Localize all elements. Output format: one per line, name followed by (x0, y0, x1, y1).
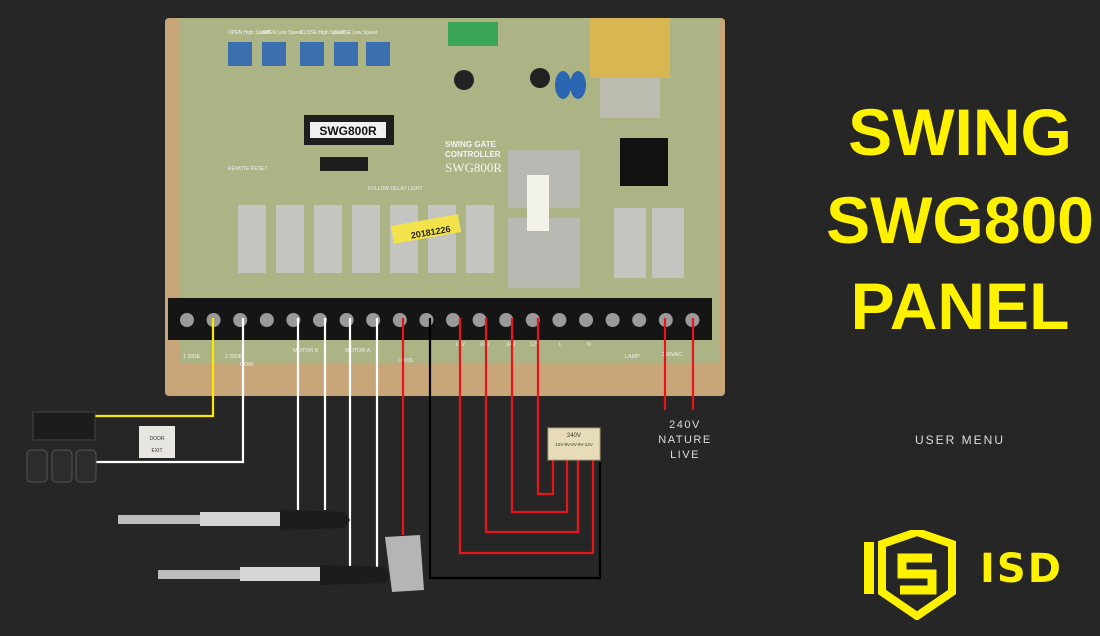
user-menu-link[interactable]: USER MENU (914, 433, 1005, 447)
terminal-block (168, 298, 712, 340)
svg-text:2 SIDE: 2 SIDE (225, 354, 243, 360)
terminal-screw (233, 313, 248, 327)
terminal-screw (579, 313, 593, 327)
power-label-neutral: NATURE (658, 434, 712, 446)
power-label: 240V NATURE LIVE (650, 418, 720, 463)
wires (95, 318, 695, 580)
svg-text:LOCK: LOCK (398, 358, 413, 364)
board-transformer (590, 18, 670, 78)
terminal-screw (525, 313, 540, 327)
terminal-screw (180, 313, 194, 327)
title-line-2: SWG800 (826, 183, 1094, 257)
green-terminal (448, 22, 498, 46)
svg-text:SWING GATE: SWING GATE (445, 140, 497, 149)
svg-text:SWG800R: SWG800R (445, 160, 502, 175)
svg-text:LAMP: LAMP (625, 354, 640, 360)
svg-text:CONTROLLER: CONTROLLER (445, 150, 501, 159)
svg-text:12V-9V-0V-9V-12V: 12V-9V-0V-9V-12V (555, 442, 593, 447)
terminal-screw (259, 313, 274, 327)
svg-text:EXIT: EXIT (151, 448, 162, 454)
isd-logo: ISD (862, 527, 1063, 621)
svg-text:DOOR: DOOR (150, 436, 165, 442)
gate-actuator (118, 510, 350, 530)
svg-text:COM: COM (240, 362, 253, 368)
remote-reset-label: REMOTE RESET (228, 166, 267, 172)
relays (238, 205, 684, 278)
terminal-screw (472, 313, 487, 327)
terminal-screw (446, 313, 460, 327)
external-transformer: 240V 12V-9V-0V-9V-12V (547, 427, 601, 461)
exit-button: DOOR EXIT (139, 426, 175, 458)
svg-text:12V: 12V (530, 342, 540, 348)
controller-label: SWING GATE CONTROLLER SWG800R (445, 140, 502, 175)
remote-controls (26, 449, 97, 483)
electric-lock (385, 535, 424, 592)
chip-label: SWG800R (319, 124, 377, 138)
potentiometers (228, 42, 390, 66)
svg-text:240V: 240V (567, 433, 581, 439)
terminal-screw (499, 313, 514, 327)
terminal-screw (632, 313, 647, 327)
power-label-live: LIVE (670, 449, 700, 461)
power-label-voltage: 240V (669, 419, 701, 431)
shield-icon (864, 527, 956, 621)
gate-actuator (158, 565, 390, 585)
terminal-screw (605, 313, 620, 327)
terminal-screw (392, 313, 407, 327)
pot-label: CLOSE High Speed (300, 30, 345, 36)
pot-label: OPEN Low Speed (262, 30, 303, 36)
svg-text:1 SIDE: 1 SIDE (183, 354, 201, 360)
terminal-screw (552, 313, 567, 327)
svg-text:MOTOR A: MOTOR A (345, 348, 371, 354)
terminal-screw (339, 313, 354, 327)
pot-label: CLOSE Low Speed (334, 30, 378, 36)
terminal-screw (313, 313, 327, 327)
title-line-1: SWING (848, 95, 1072, 169)
svg-text:N: N (587, 342, 591, 348)
pot-label: OPEN High Speed (228, 30, 270, 36)
logo-text: ISD (980, 546, 1063, 592)
follow-delay-label: FOLLOW DELAY LIGHT (368, 186, 423, 192)
svg-text:MOTOR B: MOTOR B (293, 348, 319, 354)
svg-text:L: L (559, 342, 562, 348)
svg-text:220VAC: 220VAC (662, 352, 682, 358)
terminal-screw (419, 313, 434, 327)
controller-board: OPEN High Speed OPEN Low Speed CLOSE Hig… (165, 18, 725, 396)
power-switch (620, 138, 668, 186)
receiver-module (32, 411, 96, 441)
title-line-3: PANEL (850, 269, 1070, 343)
